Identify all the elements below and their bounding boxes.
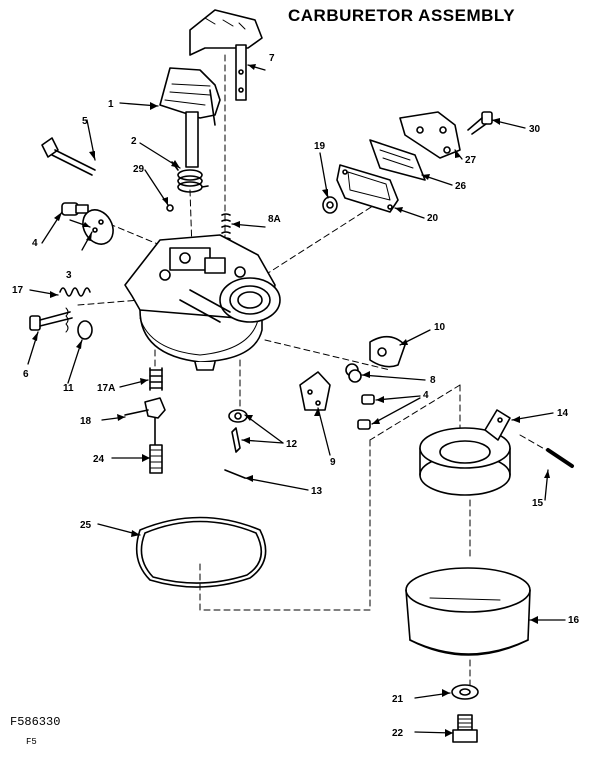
part-11-ring bbox=[77, 320, 93, 340]
choke-shaft-part bbox=[159, 67, 221, 168]
part-20-gasket bbox=[336, 164, 399, 213]
part-30-screw bbox=[467, 111, 493, 135]
callout-3: 3 bbox=[66, 270, 72, 281]
callout-20: 20 bbox=[427, 213, 439, 224]
part-8-spring bbox=[345, 363, 362, 383]
float-part bbox=[419, 409, 511, 496]
callout-2: 2 bbox=[131, 136, 137, 147]
part-17A-spring bbox=[149, 367, 163, 391]
leader-lines bbox=[27, 64, 566, 734]
part-13-pin bbox=[224, 469, 246, 479]
callout-12: 12 bbox=[286, 439, 298, 450]
part-18-knob bbox=[124, 397, 166, 419]
callout-1: 1 bbox=[108, 99, 114, 110]
drawing-code: F586330 bbox=[10, 715, 61, 729]
throttle-shaft-part bbox=[189, 9, 263, 101]
part-21-washer bbox=[451, 684, 479, 700]
callout-4-right: 4 bbox=[423, 390, 429, 401]
float-bowl-part bbox=[405, 567, 531, 656]
callout-16: 16 bbox=[568, 615, 580, 626]
part-6-screw bbox=[29, 307, 73, 333]
callout-26: 26 bbox=[455, 181, 467, 192]
part-4-screw bbox=[61, 202, 89, 216]
part-12-needle-seat bbox=[228, 409, 248, 453]
part-9-plate bbox=[299, 371, 331, 411]
callout-29: 29 bbox=[133, 164, 145, 175]
part-22-nut bbox=[452, 714, 478, 743]
callout-27: 27 bbox=[465, 155, 477, 166]
callout-17: 17 bbox=[12, 285, 24, 296]
part-24-needle bbox=[149, 417, 163, 474]
carburetor-body bbox=[124, 234, 281, 371]
callout-25: 25 bbox=[80, 520, 92, 531]
callout-4-left: 4 bbox=[32, 238, 38, 249]
callout-11: 11 bbox=[63, 383, 74, 394]
callout-14: 14 bbox=[557, 408, 569, 419]
part-5-screw bbox=[41, 137, 96, 176]
callout-8: 8 bbox=[430, 375, 436, 386]
part-15-pin bbox=[546, 448, 574, 468]
part-10-bracket bbox=[369, 335, 406, 368]
diagram-title: CARBURETOR ASSEMBLY bbox=[288, 6, 516, 25]
part-27-cover bbox=[399, 111, 461, 159]
callout-30: 30 bbox=[529, 124, 541, 135]
part-29-shape bbox=[166, 204, 174, 212]
callout-8A: 8A bbox=[268, 214, 281, 225]
callout-18: 18 bbox=[80, 416, 92, 427]
idle-spring-part bbox=[221, 213, 231, 240]
part-17-spring bbox=[59, 287, 91, 297]
callout-19: 19 bbox=[314, 141, 326, 152]
arrowheads bbox=[32, 64, 550, 737]
part-25-gasket-ring bbox=[135, 516, 267, 588]
callout-17A: 17A bbox=[97, 383, 115, 394]
callout-labels: 1 2 3 4 5 6 7 8A 10 8 4 9 11 12 13 14 15… bbox=[12, 53, 580, 739]
part-4-screws-pair bbox=[357, 394, 375, 430]
callout-24: 24 bbox=[93, 454, 105, 465]
callout-15: 15 bbox=[532, 498, 544, 509]
drawing-sub-code: F5 bbox=[26, 737, 37, 747]
callout-10: 10 bbox=[434, 322, 446, 333]
callout-5: 5 bbox=[82, 116, 88, 127]
callout-9: 9 bbox=[330, 457, 336, 468]
callout-7: 7 bbox=[269, 53, 275, 64]
part-19-nut bbox=[322, 196, 338, 214]
callout-13: 13 bbox=[311, 486, 323, 497]
callout-21: 21 bbox=[392, 694, 404, 705]
part-26-plate bbox=[369, 139, 426, 181]
callout-6: 6 bbox=[23, 369, 29, 380]
callout-22: 22 bbox=[392, 728, 404, 739]
